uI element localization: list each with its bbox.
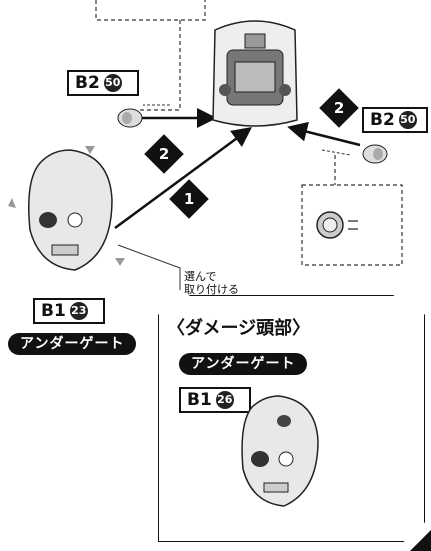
- screw-left: [117, 108, 143, 128]
- under-gate-label-main: アンダーゲート: [8, 333, 137, 355]
- part-label-b2-left: B2 50: [67, 70, 139, 96]
- face-part-main: [28, 149, 113, 271]
- part-label-b1-damage: B1 26: [179, 387, 251, 413]
- damage-head-title: 〈ダメージ頭部〉: [167, 318, 311, 339]
- under-gate-label-damage: アンダーゲート: [179, 353, 308, 375]
- face-part-damage: [241, 395, 319, 507]
- part-label-b1-main: B1 23: [33, 298, 105, 324]
- detail-screw-icon: [316, 211, 358, 239]
- part-label-b2-right: B2 50: [362, 107, 428, 133]
- choose-attach-note: 選んで 取り付ける: [184, 270, 239, 296]
- damage-head-callout: 〈ダメージ頭部〉 アンダーゲート B1 26: [158, 295, 425, 542]
- screw-right: [362, 144, 388, 164]
- head-shell-illustration: [212, 20, 298, 127]
